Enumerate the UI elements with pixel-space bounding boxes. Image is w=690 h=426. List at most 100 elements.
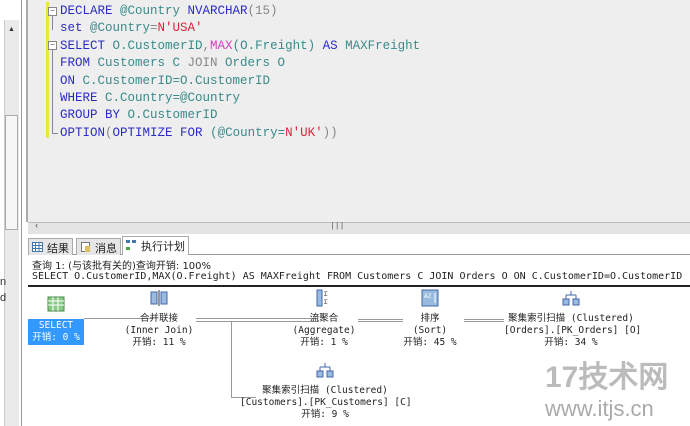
code-token: Orders O (225, 56, 286, 71)
node-name: 排序 (420, 313, 440, 324)
node-cost: 开销: 34 % (544, 337, 598, 348)
divider (28, 285, 690, 287)
select-icon (47, 296, 65, 312)
watermark-url: www.itjs.cn (545, 396, 654, 421)
code-token: GROUP BY (60, 108, 128, 123)
node-subtitle: [Customers].[PK_Customers] [C] (240, 397, 412, 408)
code-token: DECLARE (60, 4, 121, 18)
code-token: JOIN (187, 56, 226, 71)
tab-label: 消息 (95, 242, 117, 255)
code-token: (@Country= (210, 125, 286, 140)
grid-icon (32, 242, 43, 252)
code-token: AS (322, 38, 346, 53)
code-token: WHERE (60, 91, 106, 106)
scroll-up-icon[interactable]: ▲ (8, 26, 15, 33)
code-line[interactable]: ON C.CustomerID=O.CustomerID (60, 73, 420, 90)
code-token: (15) (247, 4, 278, 18)
code-token: set (60, 21, 91, 36)
code-token: @Country (120, 4, 188, 18)
code-token: MAX (210, 38, 233, 53)
tab-execution-plan[interactable]: 执行计划 (122, 236, 189, 255)
node-name: 聚集索引扫描 (Clustered) (508, 313, 634, 324)
code-token: OPTION (60, 125, 106, 140)
svg-text:AZ: AZ (424, 293, 432, 300)
sql-code[interactable]: DECLARE @Country NVARCHAR(15)set @Countr… (60, 3, 420, 142)
node-name: SELECT (38, 320, 74, 331)
node-cost: 开销: 9 % (301, 409, 349, 420)
plan-node-sort[interactable]: AZ 排序(Sort)开销: 45 % (398, 289, 462, 349)
code-line[interactable]: GROUP BY O.CustomerID (60, 107, 420, 124)
collapse-icon[interactable]: − (48, 7, 57, 16)
plan-node-merge-join[interactable]: 合并联接(Inner Join)开销: 11 % (114, 289, 204, 349)
plan-node-clustered-index-scan-customers[interactable]: 聚集索引扫描 (Clustered)[Customers].[PK_Custom… (240, 361, 412, 421)
code-token: O.CustomerID (112, 38, 203, 53)
results-tabs: 结果 消息 执行计划 (28, 236, 690, 255)
tab-label: 结果 (47, 242, 69, 255)
message-icon (81, 242, 90, 252)
code-token: , (202, 38, 211, 53)
clustered-index-scan-icon (562, 291, 580, 306)
code-token: C.Country=@Country (105, 91, 241, 106)
code-line[interactable]: set @Country=N'USA' (60, 20, 420, 37)
sort-icon: AZ (421, 289, 439, 307)
node-subtitle: (Aggregate) (292, 325, 356, 336)
node-cost: 开销: 45 % (403, 337, 457, 348)
code-token: SELECT (60, 38, 113, 53)
plan-node-clustered-index-scan-orders[interactable]: 聚集索引扫描 (Clustered)[Orders].[PK_Orders] [… (504, 289, 642, 349)
change-indicator (46, 2, 49, 138)
stream-aggregate-icon: ΣΣ (316, 289, 328, 307)
code-token: ON (60, 73, 83, 88)
tab-label: 执行计划 (141, 240, 185, 253)
code-line[interactable]: DECLARE @Country NVARCHAR(15) (60, 3, 420, 20)
horizontal-scrollbar[interactable]: ‹ ||| (28, 221, 690, 234)
tab-messages[interactable]: 消息 (76, 238, 121, 255)
svg-text:Σ: Σ (324, 299, 328, 306)
code-token: Customers C (97, 56, 188, 71)
code-line[interactable]: SELECT O.CustomerID,MAX(O.Freight) AS MA… (60, 38, 420, 55)
node-cost: 开销: 0 % (32, 332, 80, 343)
code-line[interactable]: OPTION(OPTIMIZE FOR (@Country=N'UK')) (60, 125, 420, 142)
panel-text: n (0, 276, 7, 288)
code-token: O.CustomerID (127, 108, 218, 123)
code-token: )) (322, 125, 338, 140)
code-token: ( (105, 125, 113, 140)
svg-text:Σ: Σ (324, 291, 328, 298)
code-token: OPTIMIZE FOR (112, 125, 211, 140)
tab-results[interactable]: 结果 (28, 238, 73, 255)
clustered-index-scan-icon (316, 363, 334, 378)
object-explorer-panel: ▲ n d (0, 0, 22, 426)
query-cost-header: 查询 1: (与该批有关的)查询开销: 100% (32, 261, 212, 272)
code-line[interactable]: FROM Customers C JOIN Orders O (60, 55, 420, 72)
execution-plan-pane: 查询 1: (与该批有关的)查询开销: 100% SELECT O.Custom… (28, 255, 690, 426)
collapse-icon[interactable]: − (48, 41, 57, 50)
node-subtitle: [Orders].[PK_Orders] [O] (504, 325, 642, 336)
scroll-thumb-grip[interactable]: ||| (330, 222, 345, 231)
code-token: @Country (90, 21, 151, 36)
scroll-left-icon[interactable]: ‹ (34, 221, 40, 231)
node-name: 聚集索引扫描 (Clustered) (262, 385, 388, 396)
node-name: 合并联接 (139, 313, 178, 324)
code-token: C.CustomerID=O.CustomerID (82, 73, 271, 88)
watermark-logo: 17技术网 www.itjs.cn (545, 352, 668, 422)
code-token: (O.Freight) (232, 38, 323, 53)
code-token: N'UK' (285, 125, 323, 140)
sql-editor[interactable]: − − DECLARE @Country NVARCHAR(15)set @Co… (26, 0, 690, 222)
scrollbar-thumb[interactable] (5, 115, 18, 230)
node-subtitle: (Sort) (412, 325, 448, 336)
watermark-brand: 17技术网 (545, 361, 669, 394)
node-cost: 开销: 11 % (132, 337, 186, 348)
query-text: SELECT O.CustomerID,MAX(O.Freight) AS MA… (32, 271, 683, 282)
node-subtitle: (Inner Join) (124, 325, 194, 336)
execution-plan-icon (126, 240, 136, 250)
node-name: 流聚合 (309, 313, 339, 324)
code-token: N'USA' (157, 21, 203, 36)
code-line[interactable]: WHERE C.Country=@Country (60, 90, 420, 107)
code-token: MAXFreight (345, 38, 421, 53)
code-token: FROM (60, 56, 98, 71)
node-cost: 开销: 1 % (300, 337, 348, 348)
panel-text: d (0, 292, 7, 304)
code-token: NVARCHAR (187, 4, 248, 18)
merge-join-icon (150, 290, 168, 306)
